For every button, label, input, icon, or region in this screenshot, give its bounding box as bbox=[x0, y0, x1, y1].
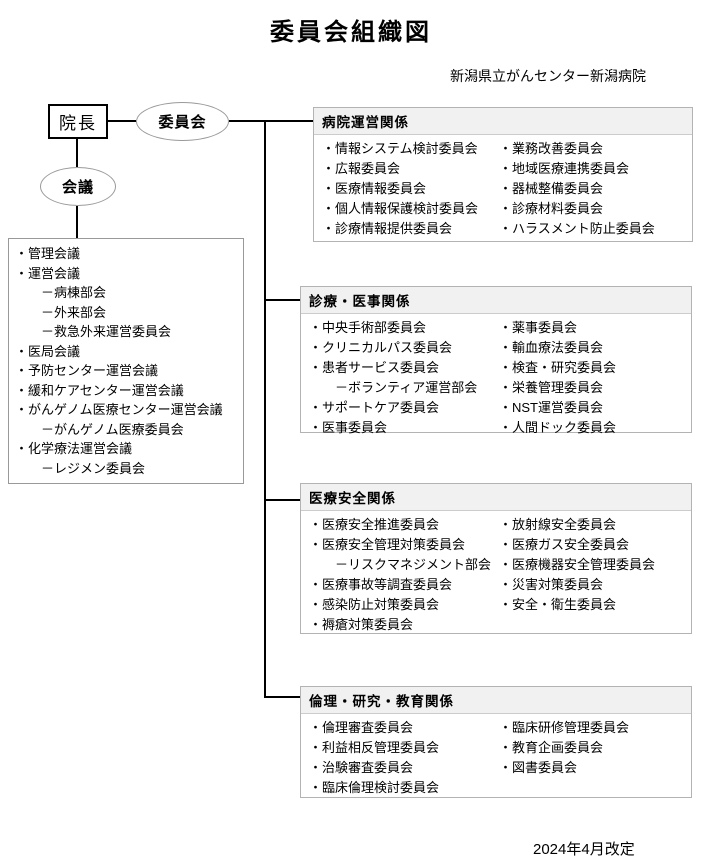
list-item: ・広報委員会 bbox=[322, 161, 401, 176]
committee-list-right: ・放射線安全委員会 ・医療ガス安全委員会 ・医療機器安全管理委員会 ・災害対策委… bbox=[499, 515, 655, 615]
committee-list-left: ・医療安全推進委員会 ・医療安全管理対策委員会 －リスクマネジメント部会 ・医療… bbox=[309, 515, 491, 635]
list-item: ・医療情報委員会 bbox=[322, 181, 427, 196]
list-item: ・医療安全推進委員会 bbox=[309, 517, 440, 532]
list-item: ・災害対策委員会 bbox=[499, 577, 604, 592]
director-node: 院長 bbox=[48, 104, 108, 139]
list-item: ・医療ガス安全委員会 bbox=[499, 537, 630, 552]
category-header: 倫理・研究・教育関係 bbox=[301, 687, 691, 714]
meetings-list: ・管理会議 ・運営会議 －病棟部会 －外来部会 －救急外来運営委員会 ・医局会議… bbox=[15, 244, 243, 478]
committee-list-right: ・業務改善委員会 ・地域医療連携委員会 ・器械整備委員会 ・診療材料委員会 ・ハ… bbox=[499, 139, 655, 239]
list-item: ・個人情報保護検討委員会 bbox=[322, 201, 479, 216]
director-meeting-line bbox=[76, 139, 78, 167]
list-item: ・治験審査委員会 bbox=[309, 760, 414, 775]
category-box-hospital-operations: 病院運営関係 ・情報システム検討委員会 ・広報委員会 ・医療情報委員会 ・個人情… bbox=[313, 107, 693, 242]
list-item: ・化学療法運営会議 bbox=[15, 441, 133, 456]
list-item: ・臨床倫理検討委員会 bbox=[309, 780, 440, 795]
list-item: ・輸血療法委員会 bbox=[499, 340, 604, 355]
list-item: －レジメン委員会 bbox=[41, 460, 146, 476]
category-box-ethics-research-education: 倫理・研究・教育関係 ・倫理審査委員会 ・利益相反管理委員会 ・治験審査委員会 … bbox=[300, 686, 692, 798]
list-item: ・感染防止対策委員会 bbox=[309, 597, 440, 612]
list-item: ・医療安全管理対策委員会 bbox=[309, 537, 466, 552]
list-item: ・医療機器安全管理委員会 bbox=[499, 557, 656, 572]
committee-list-right: ・薬事委員会 ・輸血療法委員会 ・検査・研究委員会 ・栄養管理委員会 ・NST運… bbox=[499, 318, 616, 438]
list-item: ・放射線安全委員会 bbox=[499, 517, 617, 532]
list-item: ・図書委員会 bbox=[499, 760, 578, 775]
list-item: ・人間ドック委員会 bbox=[499, 420, 617, 435]
list-item: ・利益相反管理委員会 bbox=[309, 740, 440, 755]
list-item: ・サポートケア委員会 bbox=[309, 400, 440, 415]
list-item: ・診療材料委員会 bbox=[499, 201, 604, 216]
list-item: ・医局会議 bbox=[15, 343, 81, 359]
committee-list-left: ・倫理審査委員会 ・利益相反管理委員会 ・治験審査委員会 ・臨床倫理検討委員会 bbox=[309, 718, 439, 798]
list-item: ・検査・研究委員会 bbox=[499, 360, 617, 375]
list-item: ・情報システム検討委員会 bbox=[322, 141, 478, 156]
list-item: ・器械整備委員会 bbox=[499, 181, 604, 196]
list-item: ・運営会議 bbox=[15, 265, 81, 281]
list-item: ・栄養管理委員会 bbox=[499, 380, 604, 395]
main-vertical-line bbox=[264, 120, 266, 698]
list-item: ・診療情報提供委員会 bbox=[322, 221, 453, 236]
category-header: 診療・医事関係 bbox=[301, 287, 691, 314]
committee-node: 委員会 bbox=[136, 102, 229, 141]
committee-list-left: ・中央手術部委員会 ・クリニカルパス委員会 ・患者サービス委員会 －ボランティア… bbox=[309, 318, 477, 438]
list-item: ・教育企画委員会 bbox=[499, 740, 604, 755]
list-item: ・臨床研修管理委員会 bbox=[499, 720, 630, 735]
list-item: －リスクマネジメント部会 bbox=[335, 557, 492, 572]
list-item: －病棟部会 bbox=[41, 285, 107, 300]
list-item: －がんゲノム医療委員会 bbox=[41, 421, 184, 437]
list-item: －救急外来運営委員会 bbox=[41, 324, 172, 339]
list-item: ・がんゲノム医療センター運営会議 bbox=[15, 402, 223, 417]
director-committee-line bbox=[108, 120, 136, 122]
category-header: 医療安全関係 bbox=[301, 484, 691, 511]
list-item: ・クリニカルパス委員会 bbox=[309, 340, 453, 355]
category-box-medical-safety: 医療安全関係 ・医療安全推進委員会 ・医療安全管理対策委員会 －リスクマネジメン… bbox=[300, 483, 692, 634]
list-item: ・ハラスメント防止委員会 bbox=[499, 221, 655, 236]
list-item: －ボランティア運営部会 bbox=[335, 380, 478, 395]
list-item: ・緩和ケアセンター運営会議 bbox=[15, 382, 184, 398]
list-item: ・患者サービス委員会 bbox=[309, 360, 440, 375]
committee-branch1-line bbox=[229, 120, 313, 122]
branch3-line bbox=[264, 499, 300, 501]
page-title: 委員会組織図 bbox=[270, 19, 432, 46]
list-item: －外来部会 bbox=[41, 304, 107, 320]
hospital-name: 新潟県立がんセンター新潟病院 bbox=[450, 68, 646, 84]
meeting-list-line bbox=[76, 206, 78, 238]
list-item: ・褥瘡対策委員会 bbox=[309, 617, 414, 632]
list-item: ・NST運営委員会 bbox=[499, 400, 604, 415]
meeting-node: 会議 bbox=[40, 167, 116, 206]
meetings-list-box: ・管理会議 ・運営会議 －病棟部会 －外来部会 －救急外来運営委員会 ・医局会議… bbox=[8, 238, 244, 484]
committee-list-right: ・臨床研修管理委員会 ・教育企画委員会 ・図書委員会 bbox=[499, 718, 629, 778]
revision-date: 2024年4月改定 bbox=[533, 841, 635, 858]
list-item: ・管理会議 bbox=[15, 246, 81, 261]
list-item: ・業務改善委員会 bbox=[499, 141, 604, 156]
list-item: ・薬事委員会 bbox=[499, 320, 578, 335]
list-item: ・医事委員会 bbox=[309, 420, 388, 435]
category-box-medical-affairs: 診療・医事関係 ・中央手術部委員会 ・クリニカルパス委員会 ・患者サービス委員会… bbox=[300, 286, 692, 435]
list-item: ・倫理審査委員会 bbox=[309, 720, 414, 735]
list-item: ・中央手術部委員会 bbox=[309, 320, 427, 335]
list-item: ・予防センター運営会議 bbox=[15, 363, 159, 378]
branch4-line bbox=[264, 696, 300, 698]
list-item: ・安全・衛生委員会 bbox=[499, 597, 617, 612]
list-item: ・地域医療連携委員会 bbox=[499, 161, 630, 176]
branch2-line bbox=[264, 299, 300, 301]
committee-list-left: ・情報システム検討委員会 ・広報委員会 ・医療情報委員会 ・個人情報保護検討委員… bbox=[322, 139, 478, 239]
category-header: 病院運営関係 bbox=[314, 108, 692, 135]
list-item: ・医療事故等調査委員会 bbox=[309, 577, 453, 592]
